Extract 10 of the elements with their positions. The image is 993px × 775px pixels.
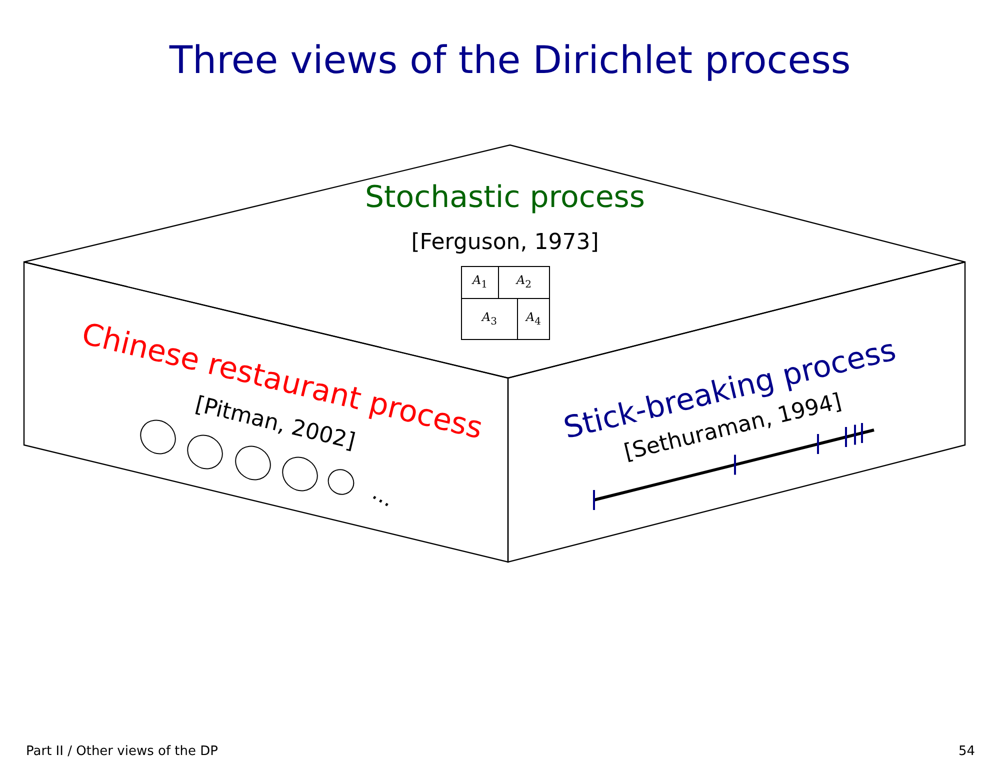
partition-cell: A$_{3}$ <box>461 298 518 340</box>
page-number: 54 <box>958 744 975 759</box>
partition-cell: A$_{4}$ <box>517 298 550 340</box>
slide-title: Three views of the Dirichlet process <box>169 41 851 79</box>
citation: [Ferguson, 1973] <box>411 232 599 254</box>
footer-text: Part II / Other views of the DP <box>26 744 218 759</box>
partition-cell: A$_{2}$ <box>498 266 550 299</box>
ellipsis: ... <box>368 482 398 512</box>
process-name: Stochastic process <box>364 183 646 213</box>
partition-cell: A$_{1}$ <box>461 266 499 299</box>
